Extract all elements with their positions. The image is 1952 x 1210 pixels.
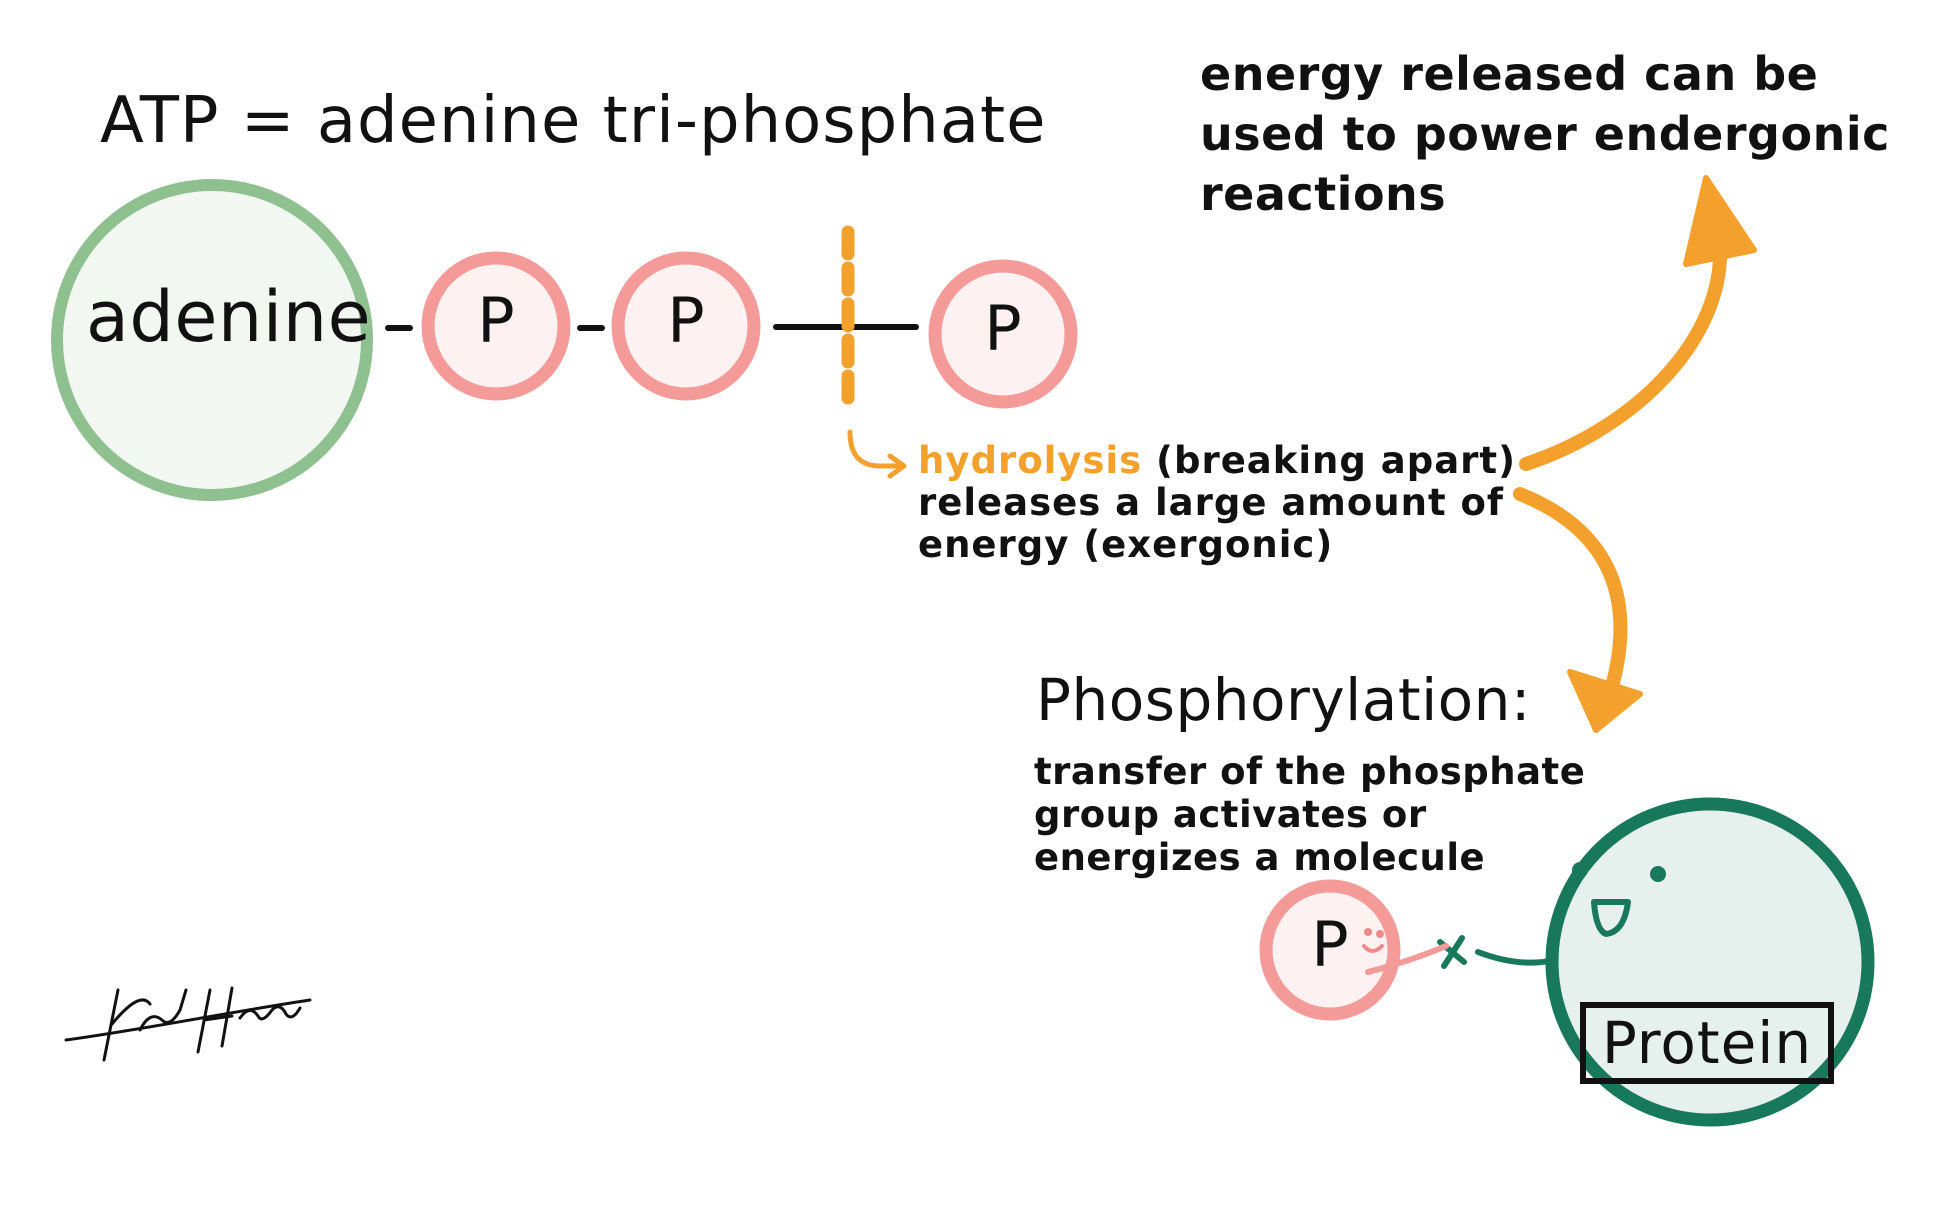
phosphorylation-line-3: energizes a molecule	[1034, 836, 1486, 879]
arrow-to-phosphorylation-head	[1567, 669, 1643, 733]
phosphate-eye-2	[1376, 930, 1384, 938]
protein-label: Protein	[1580, 1002, 1834, 1084]
phosphorylation-description: transfer of the phosphate group activate…	[1034, 750, 1585, 879]
protein-smile	[1591, 899, 1631, 937]
diagram-title: ATP = adenine tri-phosphate	[100, 84, 1047, 158]
phosphate-arm	[1365, 943, 1449, 975]
adenine-circle	[51, 179, 373, 501]
adenine-label: adenine	[86, 276, 372, 358]
hydrolysis-line-3: energy (exergonic)	[918, 523, 1334, 566]
protein-eye-left	[1572, 862, 1588, 878]
arrow-to-energy-note	[1519, 239, 1728, 471]
phosphorylation-line-2: group activates or	[1034, 793, 1427, 836]
phosphate-label-2: P	[667, 284, 705, 357]
phosphate-circle-1	[421, 251, 571, 401]
energy-note: energy released can be used to power end…	[1200, 44, 1890, 224]
energy-note-line-1: energy released can be	[1200, 47, 1819, 101]
arrow-to-energy-note-head	[1683, 175, 1757, 267]
attached-phosphate-label: P	[1311, 908, 1349, 981]
hydrolysis-line-1-rest: (breaking apart)	[1156, 439, 1517, 482]
attached-phosphate-circle	[1259, 879, 1401, 1021]
hydrolysis-keyword: hydrolysis	[918, 439, 1143, 482]
energy-note-line-2: used to power endergonic	[1200, 107, 1890, 161]
hydrolysis-note: hydrolysis (breaking apart) releases a l…	[918, 440, 1516, 566]
hydrolysis-pointer-arrow	[847, 429, 905, 469]
artist-signature	[64, 986, 312, 1062]
phosphate-eye-1	[1364, 928, 1372, 936]
phosphate-smile	[1362, 944, 1384, 953]
hydrolysis-line-1: hydrolysis (breaking apart)	[918, 440, 1516, 482]
protein-eye-right	[1650, 866, 1666, 882]
phosphate-circle-3	[928, 259, 1078, 409]
hydrolysis-line-2: releases a large amount of	[918, 481, 1505, 524]
protein-arm	[1475, 949, 1557, 966]
protein-hand	[1437, 935, 1467, 969]
phosphate-circle-2	[611, 251, 761, 401]
phosphorylation-line-1: transfer of the phosphate	[1034, 750, 1586, 793]
phosphate-label-3: P	[984, 292, 1022, 365]
energy-note-line-3: reactions	[1200, 167, 1447, 221]
arrow-to-phosphorylation	[1513, 487, 1628, 707]
phosphorylation-title: Phosphorylation:	[1036, 666, 1531, 734]
hydrolysis-pointer-head	[887, 453, 907, 479]
phosphate-label-1: P	[477, 284, 515, 357]
